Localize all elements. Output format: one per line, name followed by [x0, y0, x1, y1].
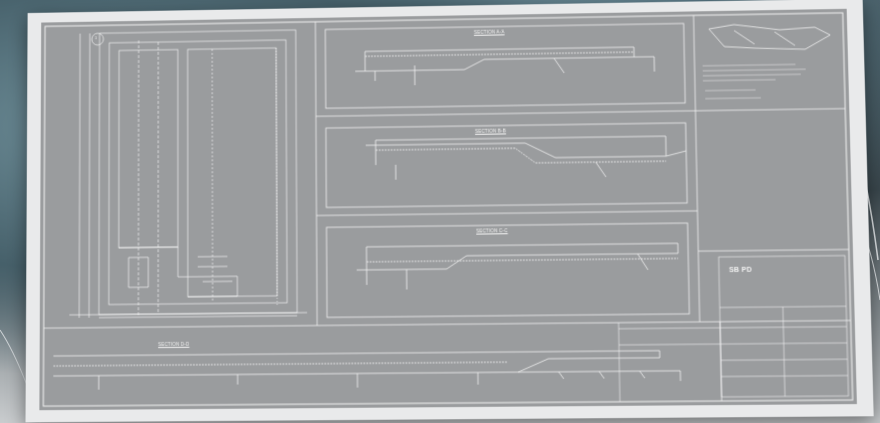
section-a-title: SECTION A-A	[473, 29, 505, 35]
plan-view	[69, 30, 307, 318]
section-c-title: SECTION C-C	[476, 228, 508, 234]
cad-linework	[39, 9, 857, 410]
section-d-title: SECTION D-D	[158, 341, 190, 348]
title-block	[617, 256, 848, 402]
section-b-title: SECTION B-B	[475, 128, 507, 134]
section-b-b	[326, 123, 687, 208]
cad-drawing-area: 1 SECTION A-A SECTION B-B SECTION C-C SE…	[39, 8, 857, 411]
notes-block	[703, 64, 807, 98]
key-plan	[709, 23, 831, 51]
north-marker-label: 1	[94, 35, 98, 41]
section-c-c	[327, 223, 690, 317]
section-a-a	[325, 23, 685, 108]
section-d-d	[53, 350, 680, 390]
title-block-logo: SB PD	[729, 266, 752, 275]
drawing-sheet: 1 SECTION A-A SECTION B-B SECTION C-C SE…	[25, 0, 874, 423]
